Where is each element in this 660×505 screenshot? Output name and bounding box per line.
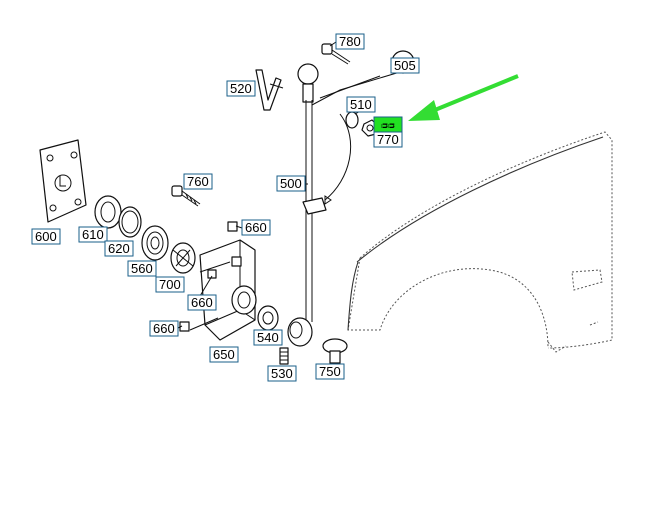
svg-text:750: 750 [319,364,341,379]
housing [189,239,257,341]
callout-505[interactable]: 505 [390,57,420,74]
bracket [255,69,282,111]
washer [345,111,359,129]
callout-520[interactable]: 520 [226,80,256,97]
callout-560[interactable]: 560 [127,260,157,277]
callout-650[interactable]: 650 [209,346,239,363]
callout-530[interactable]: 530 [267,365,297,382]
gear-hub [170,242,196,274]
svg-text:505: 505 [394,58,416,73]
callout-700[interactable]: 700 [155,276,185,293]
seal-ring [94,195,122,229]
callout-660-middle[interactable]: 660 [187,294,217,311]
clip-nut-upper [227,221,238,232]
svg-text:660: 660 [153,321,175,336]
callout-770[interactable]: 770 [373,131,403,148]
callout-500[interactable]: 500 [276,175,306,192]
svg-text:760: 760 [187,174,209,189]
rod-assembly [297,63,401,322]
callout-600[interactable]: 600 [31,228,61,245]
svg-text:610: 610 [82,227,104,242]
svg-text:620: 620 [108,241,130,256]
svg-text:510: 510 [350,97,372,112]
bolt-top [321,43,351,65]
svg-text:770: 770 [377,132,399,147]
callout-510[interactable]: 510 [346,96,376,113]
callout-660-upper[interactable]: 660 [241,219,271,236]
callout-610[interactable]: 610 [78,226,108,243]
spacer-ring [257,305,279,331]
clip-rivet [322,338,348,364]
svg-text:650: 650 [213,347,235,362]
svg-text:560: 560 [131,261,153,276]
svg-text:700: 700 [159,277,181,292]
svg-text:660: 660 [191,295,213,310]
svg-text:520: 520 [230,81,252,96]
bushing [141,225,169,261]
screw [171,185,201,207]
gasket-ring [118,206,142,238]
callout-620[interactable]: 620 [104,240,134,257]
clip-nut-middle [231,256,242,267]
svg-text:780: 780 [339,34,361,49]
svg-text:500: 500 [280,176,302,191]
svg-text:540: 540 [257,330,279,345]
highlight-arrow [408,74,519,121]
callout-540[interactable]: 540 [253,329,283,346]
callout-highlighted[interactable]: ᴞᴞ [373,116,403,133]
fender-outline [347,131,613,353]
callout-780[interactable]: 780 [335,33,365,50]
callout-760[interactable]: 760 [183,173,213,190]
pin [279,347,289,365]
svg-text:660: 660 [245,220,267,235]
svg-text:530: 530 [271,366,293,381]
svg-text:ᴞᴞ: ᴞᴞ [381,120,395,130]
socket [287,317,313,347]
mounting-plate [39,139,87,223]
svg-text:600: 600 [35,229,57,244]
callout-660-lower[interactable]: 660 [149,320,179,337]
callout-750[interactable]: 750 [315,363,345,380]
